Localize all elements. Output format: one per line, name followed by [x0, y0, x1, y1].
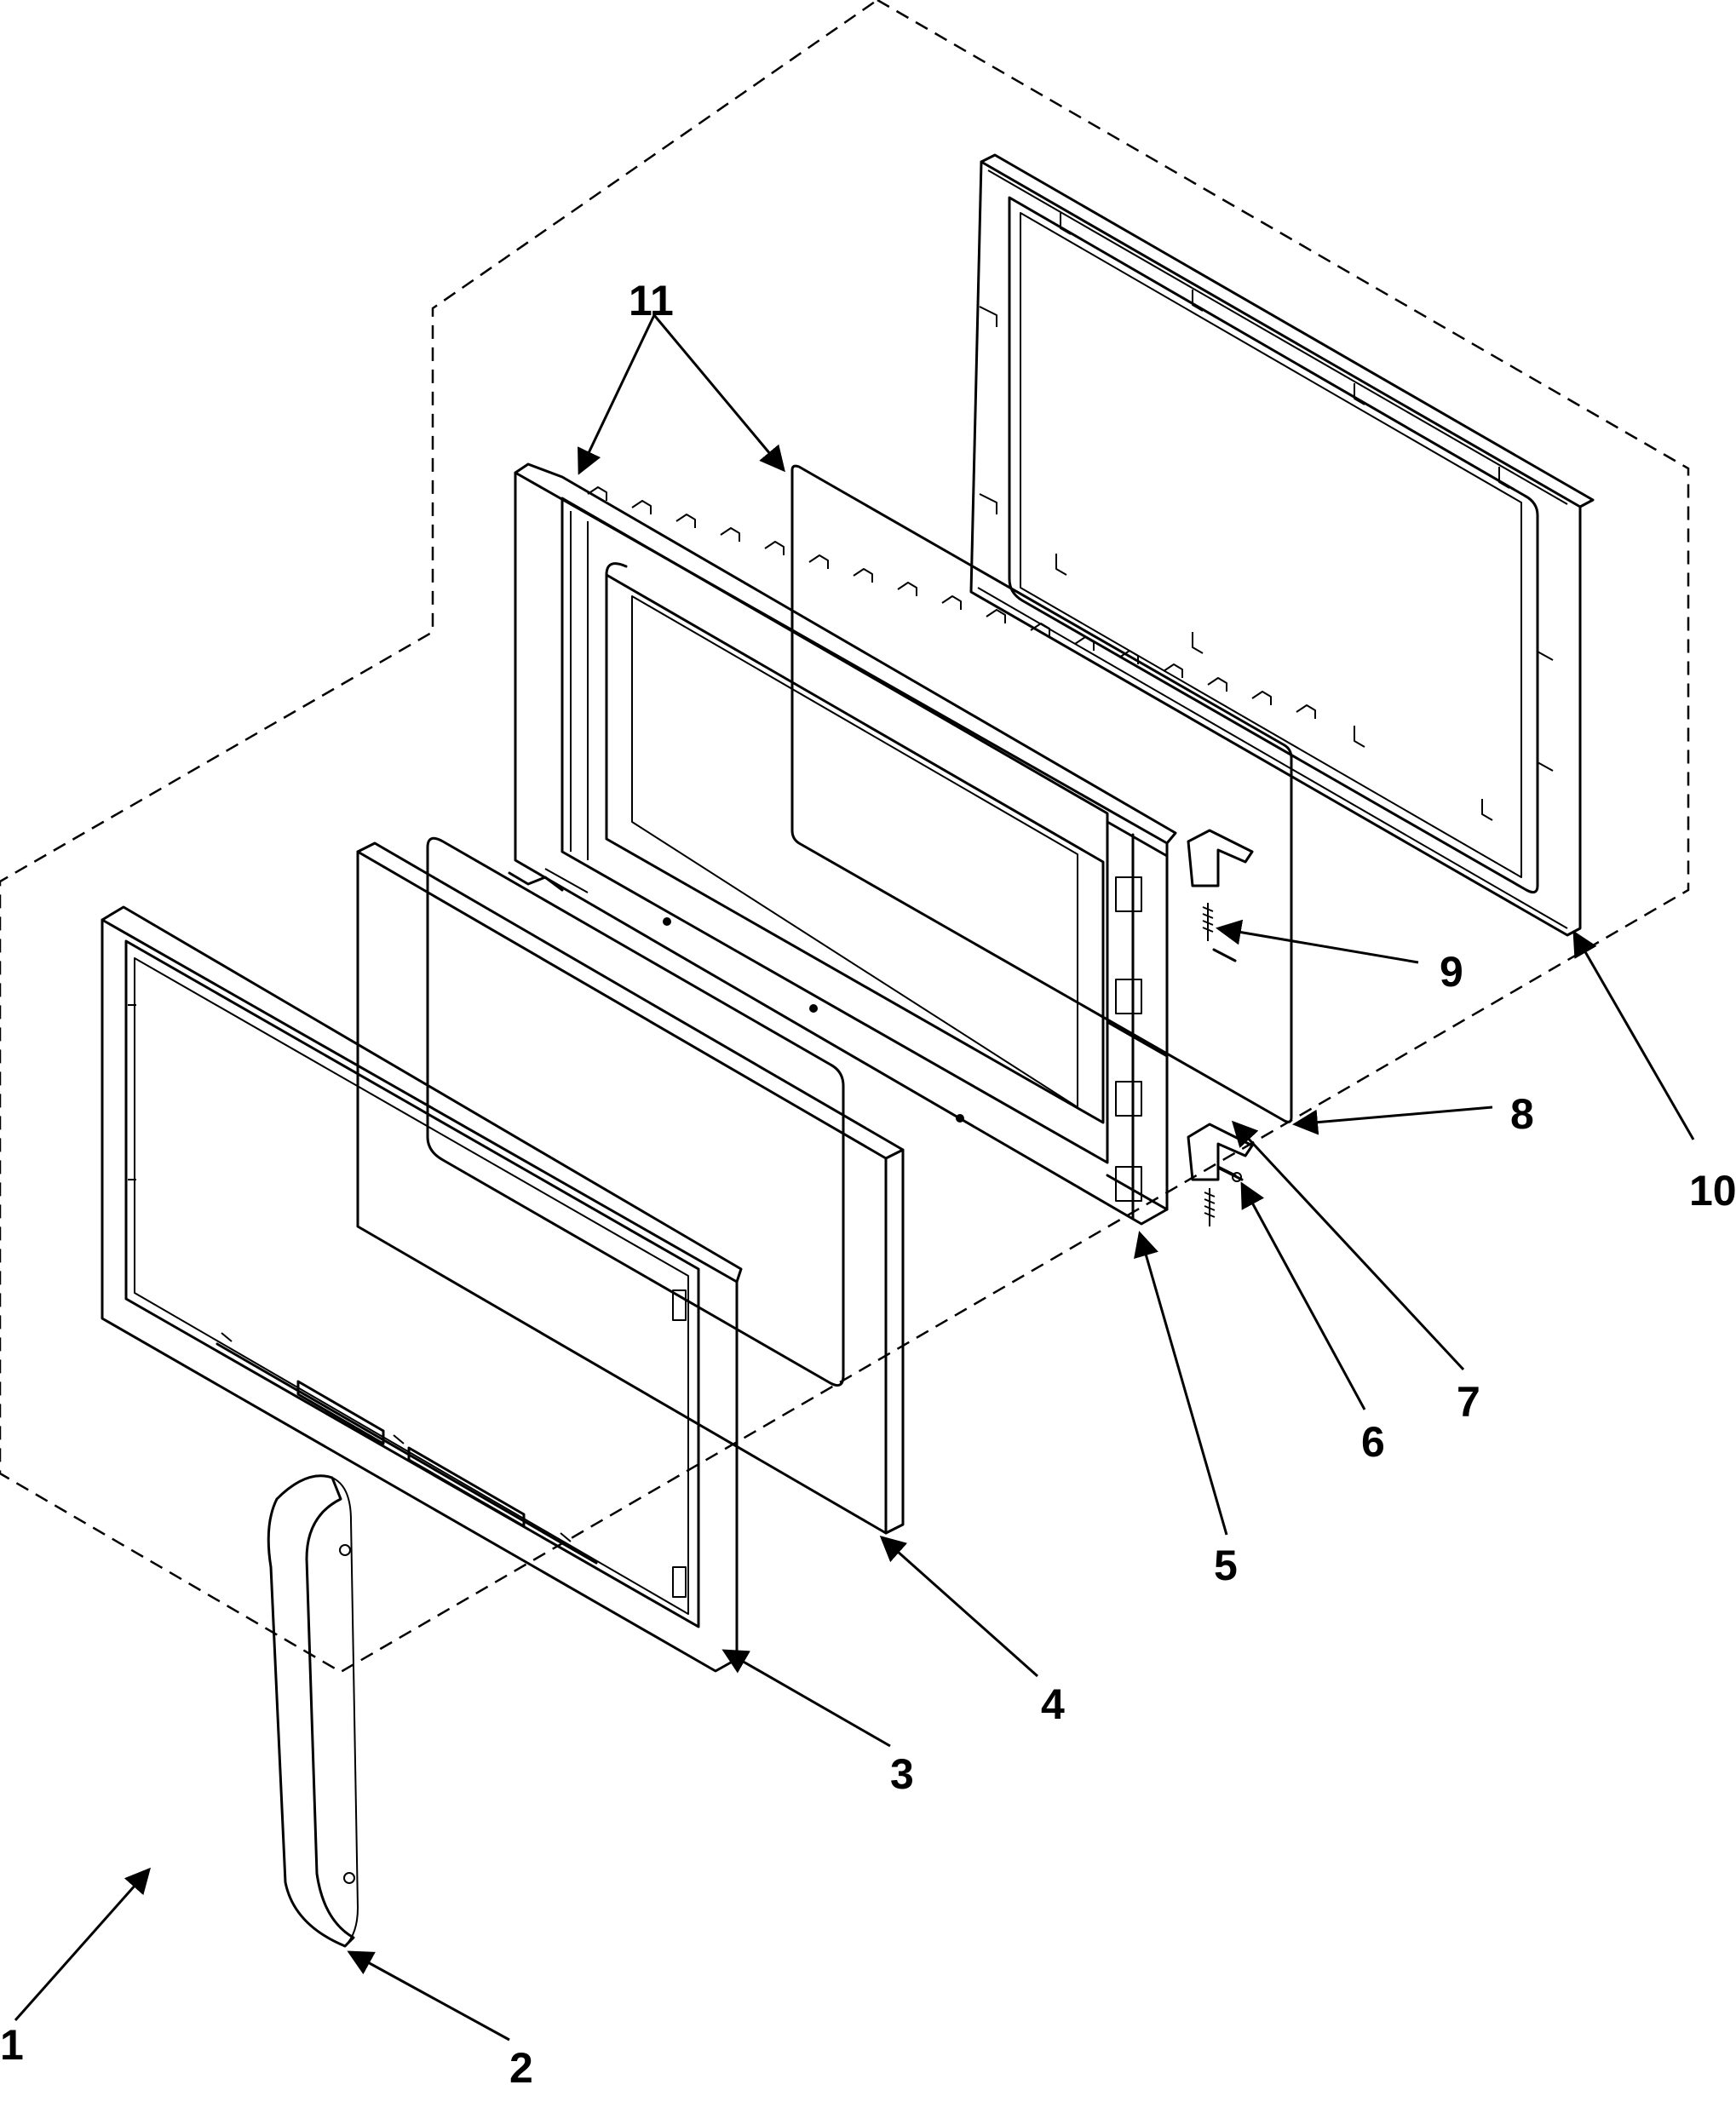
leader-8: [1292, 1106, 1493, 1135]
callout-4: 4: [1041, 1680, 1065, 1728]
part-8-panel: [790, 464, 1293, 1123]
leader-4: [879, 1536, 1038, 1678]
leader-1: [14, 1867, 151, 2021]
callout-1: 1: [0, 2021, 24, 2069]
part-2-handle: [267, 1474, 359, 1948]
leader-lines: [14, 314, 1695, 2042]
leader-10: [1572, 930, 1695, 1140]
callout-10: 10: [1689, 1167, 1736, 1215]
leader-11b: [652, 314, 785, 473]
part-5-door-frame: [508, 462, 1316, 1226]
leader-7: [1231, 1120, 1465, 1371]
callout-labels: 1 2 3 4 5 6 7 8 9 10 11: [0, 277, 1736, 2092]
leader-11a: [578, 314, 656, 475]
callout-2: 2: [509, 2044, 533, 2092]
part-6-screw: [1216, 1165, 1242, 1182]
leader-9: [1216, 919, 1419, 964]
callout-5: 5: [1214, 1542, 1238, 1589]
callout-7: 7: [1457, 1378, 1480, 1426]
callout-11: 11: [629, 277, 674, 324]
leader-5: [1134, 1231, 1228, 1536]
callout-3: 3: [890, 1750, 914, 1798]
leader-3: [721, 1649, 891, 1748]
leader-2: [347, 1950, 510, 2042]
callout-6: 6: [1361, 1418, 1385, 1466]
part-10-choke-frame: [969, 153, 1595, 937]
callout-8: 8: [1510, 1090, 1534, 1138]
assembly-boundary: [0, 0, 1690, 1674]
leader-6: [1240, 1181, 1366, 1410]
part-4-glass-panel: [356, 836, 905, 1535]
part-3-outer-frame: [101, 905, 743, 1673]
callout-9: 9: [1440, 948, 1463, 996]
